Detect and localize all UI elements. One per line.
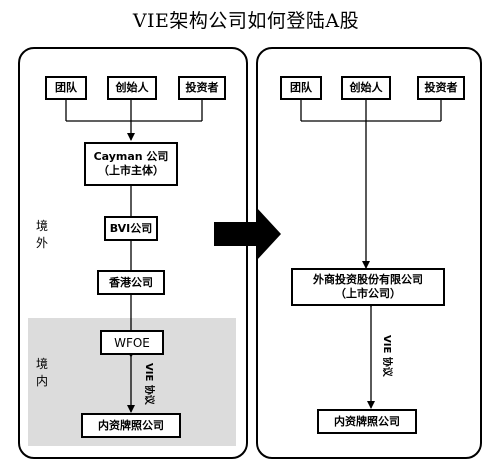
left-shareholder-connector [65,100,203,141]
cayman-company-box: Cayman 公司 （上市主体） [84,142,178,186]
left-team-box: 团队 [45,76,87,100]
left-investor-box: 投资者 [178,76,226,100]
onshore-label: 境内 [36,357,49,388]
right-team-box: 团队 [280,76,322,100]
hk-company-box: 香港公司 [97,270,165,295]
offshore-label: 境外 [36,219,49,250]
right-founder-box: 创始人 [341,76,391,100]
left-domestic-licensed-company-box: 内资牌照公司 [81,413,181,438]
listed-company-note: （上市公司） [335,287,401,300]
right-vie-agreement-label: VIE 协议 [381,335,392,377]
right-shareholder-connector [300,100,442,269]
cayman-note: （上市主体） [98,164,164,177]
right-investor-box: 投资者 [417,76,465,100]
right-domestic-licensed-company-box: 内资牌照公司 [317,409,417,434]
listed-fie-company-box: 外商投资股份有限公司 （上市公司） [291,268,445,306]
transition-arrow [214,208,281,260]
left-vie-agreement-label: VIE 协议 [143,363,154,405]
listed-company-name: 外商投资股份有限公司 [313,273,423,286]
left-founder-box: 创始人 [107,76,157,100]
bvi-company-box: BVI公司 [104,216,158,241]
wfoe-box: WFOE [100,330,164,355]
diagram-title: VIE架构公司如何登陆A股 [132,10,360,32]
cayman-name: Cayman 公司 [93,150,169,163]
